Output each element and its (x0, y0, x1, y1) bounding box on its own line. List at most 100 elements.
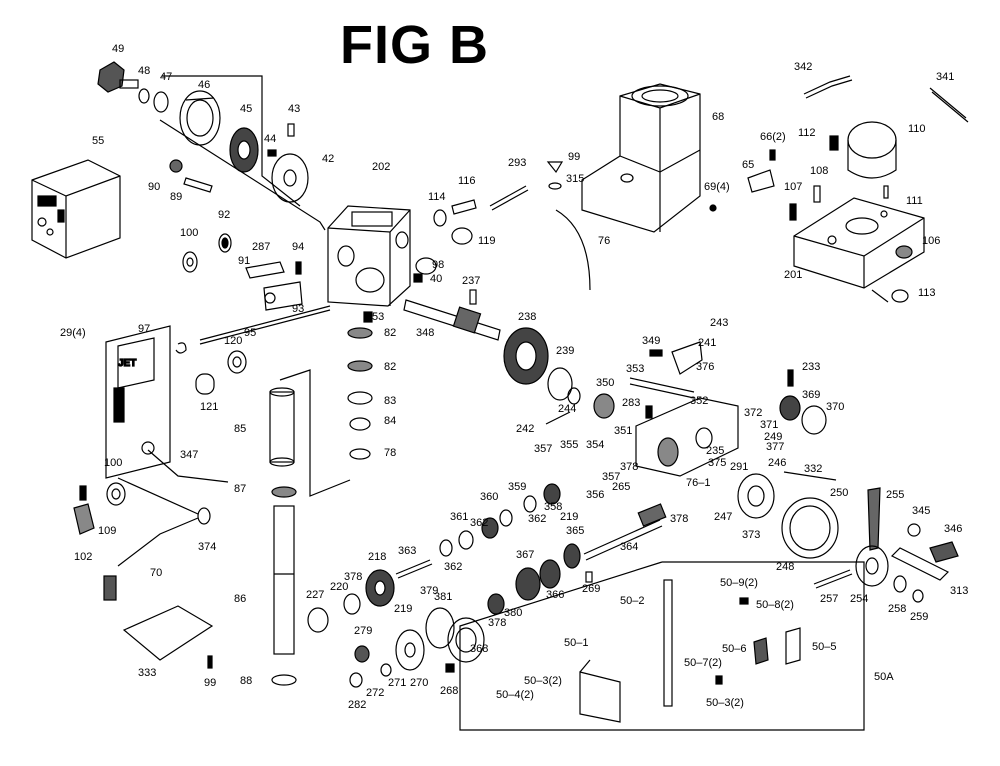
bracket-50-2 (663, 579, 673, 707)
callout-p265: 265 (612, 481, 630, 493)
callout-p66: 66(2) (760, 131, 786, 143)
callout-p341: 341 (936, 71, 954, 83)
bushing-120 (227, 350, 247, 374)
bushing-121 (195, 373, 215, 395)
flange-42 (271, 153, 309, 203)
lever-241 (671, 341, 703, 375)
callout-p376: 376 (696, 361, 714, 373)
callout-p368: 368 (470, 643, 488, 655)
callout-p220: 220 (330, 581, 348, 593)
screw-53 (363, 311, 373, 323)
callout-p82b: 82 (384, 361, 396, 373)
callout-p84: 84 (384, 415, 396, 427)
callout-p42: 42 (322, 153, 334, 165)
callout-p65: 65 (742, 159, 754, 171)
callout-p380: 380 (504, 607, 522, 619)
callout-p86: 86 (234, 593, 246, 605)
plate-65 (747, 169, 775, 193)
callout-p43: 43 (288, 103, 300, 115)
callout-p244: 244 (558, 403, 576, 415)
callout-p271: 271 (388, 677, 406, 689)
screw-268 (445, 663, 455, 673)
screw-99-bottom (207, 655, 213, 669)
knob-346 (929, 541, 959, 563)
callout-inset-i50-8: 50–8(2) (756, 599, 794, 611)
inset-label-50a: 50A (874, 671, 894, 683)
callout-p248: 248 (776, 561, 794, 573)
callout-p100a: 100 (180, 227, 198, 239)
callout-p241: 241 (698, 337, 716, 349)
screw-233 (787, 369, 794, 387)
gearbox-352 (635, 397, 739, 477)
callout-p238: 238 (518, 311, 536, 323)
motor-110 (847, 121, 897, 179)
callout-p352: 352 (690, 395, 708, 407)
jet-logo: JET (118, 358, 136, 369)
callout-p282: 282 (348, 699, 366, 711)
bearing-stack (347, 327, 373, 460)
screw-99-top (546, 161, 564, 174)
callout-p369: 369 (802, 389, 820, 401)
callout-p372: 372 (744, 407, 762, 419)
pin-43 (287, 123, 295, 137)
bracket-line-46 (162, 75, 301, 207)
bushing-119 (451, 227, 473, 245)
callout-p283: 283 (622, 397, 640, 409)
screw-44 (267, 149, 277, 157)
callout-p373: 373 (742, 529, 760, 541)
shaft-353 (629, 377, 695, 399)
pin-237 (469, 289, 477, 305)
callout-p98: 98 (432, 259, 444, 271)
callout-p88: 88 (240, 675, 252, 687)
callout-inset-i50-1: 50–1 (564, 637, 588, 649)
callout-p90: 90 (148, 181, 160, 193)
cable-342 (803, 75, 853, 99)
dial-248 (781, 497, 839, 559)
callout-p113: 113 (918, 287, 936, 299)
callout-p361: 361 (450, 511, 468, 523)
callout-p332: 332 (804, 463, 822, 475)
figure-title: FIG B (340, 15, 489, 75)
callout-p121: 121 (200, 401, 218, 413)
callout-p378a: 378 (620, 461, 638, 473)
washer-258 (893, 575, 907, 593)
callout-p246: 246 (768, 457, 786, 469)
latch-50-6 (753, 637, 769, 665)
callout-p357b: 357 (602, 471, 620, 483)
callout-p83: 83 (384, 395, 396, 407)
bolt-107 (789, 203, 797, 221)
callout-p68: 68 (712, 111, 724, 123)
callout-p76: 76 (598, 235, 610, 247)
motor-base-68 (581, 83, 701, 233)
callout-p116: 116 (458, 175, 476, 187)
callout-p268: 268 (440, 685, 458, 697)
callout-p99a: 99 (568, 151, 580, 163)
washer-48 (138, 88, 150, 104)
hub-254 (855, 545, 889, 587)
callout-p371: 371 (760, 419, 778, 431)
nut-90 (169, 159, 183, 173)
callout-p201: 201 (784, 269, 802, 281)
callout-p362c: 362 (444, 561, 462, 573)
nut-244 (567, 387, 581, 405)
callout-p112: 112 (798, 127, 816, 139)
callout-p99b: 99 (204, 677, 216, 689)
callout-p120: 120 (224, 335, 242, 347)
callout-p29: 29(4) (60, 327, 86, 339)
cover-381 (425, 607, 455, 649)
callout-p315: 315 (566, 173, 584, 185)
screw-40 (413, 273, 423, 283)
callout-inset-i50-3b: 50–3(2) (706, 697, 744, 709)
shaft-95 (199, 305, 331, 341)
bearing-350 (593, 393, 615, 419)
handwheel-knob-49 (97, 61, 139, 93)
callout-p47: 47 (160, 71, 172, 83)
callout-p366: 366 (546, 589, 564, 601)
callout-p82a: 82 (384, 327, 396, 339)
belt-76 (555, 209, 591, 291)
screw-69 (709, 204, 717, 212)
callout-p109: 109 (98, 525, 116, 537)
callout-p218: 218 (368, 551, 386, 563)
callout-inset-i50-5: 50–5 (812, 641, 836, 653)
nut-114 (433, 209, 447, 227)
